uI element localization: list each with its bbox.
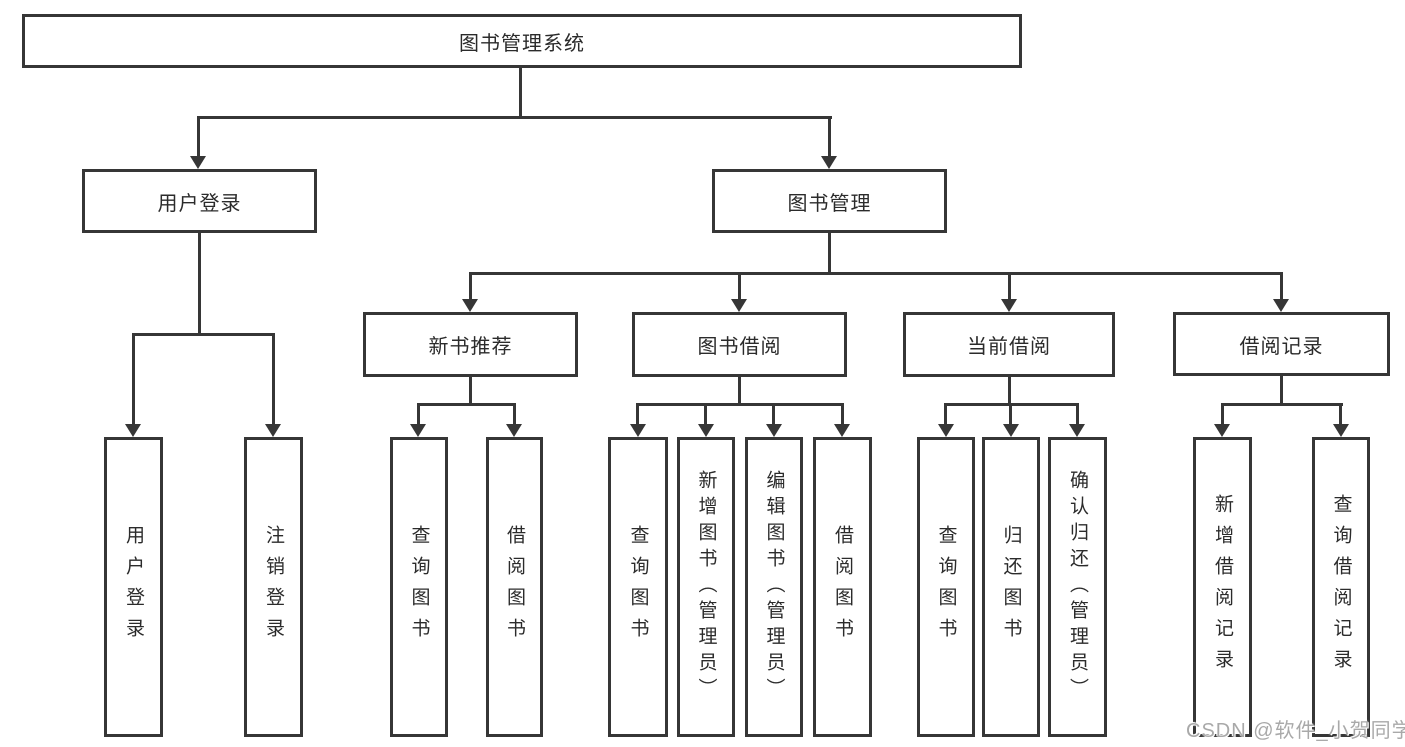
connector-arrow-icon	[834, 424, 850, 437]
connector-line	[704, 403, 707, 426]
connector-arrow-icon	[190, 156, 206, 169]
connector-line	[513, 403, 516, 426]
connector-line	[828, 116, 831, 158]
connector-line	[417, 403, 516, 406]
connector-line	[1280, 272, 1283, 301]
leaf-return-books: 归还图书	[982, 437, 1040, 737]
connector-arrow-icon	[1069, 424, 1085, 437]
node-book-borrowing: 图书借阅	[632, 312, 847, 377]
leaf-add-borrow-record: 新增借阅记录	[1193, 437, 1252, 737]
connector-line	[1280, 376, 1283, 406]
connector-arrow-icon	[506, 424, 522, 437]
leaf-add-books-admin: 新增图书（管理员）	[677, 437, 735, 737]
connector-line	[738, 272, 741, 301]
node-book-management: 图书管理	[712, 169, 947, 233]
connector-line	[772, 403, 775, 426]
connector-arrow-icon	[1333, 424, 1349, 437]
connector-arrow-icon	[630, 424, 646, 437]
connector-line	[198, 233, 201, 336]
leaf-query-borrow-record: 查询借阅记录	[1312, 437, 1370, 737]
node-new-book-recommend: 新书推荐	[363, 312, 578, 377]
leaf-logout-login: 注销登录	[244, 437, 303, 737]
connector-line	[132, 333, 275, 336]
connector-arrow-icon	[125, 424, 141, 437]
node-current-borrowing: 当前借阅	[903, 312, 1115, 377]
connector-line	[636, 403, 639, 426]
connector-line	[519, 68, 522, 118]
connector-line	[469, 272, 1283, 275]
node-borrowing-records: 借阅记录	[1173, 312, 1390, 376]
connector-line	[636, 403, 844, 406]
connector-line	[1009, 403, 1012, 426]
connector-line	[1221, 403, 1343, 406]
connector-line	[132, 333, 135, 426]
connector-arrow-icon	[1273, 299, 1289, 312]
node-user-login: 用户登录	[82, 169, 317, 233]
connector-line	[1008, 272, 1011, 301]
leaf-query-books-borrowing: 查询图书	[608, 437, 668, 737]
node-library-system: 图书管理系统	[22, 14, 1022, 68]
watermark-text: CSDN @软件_小贺同学	[1186, 720, 1405, 742]
connector-line	[272, 333, 275, 426]
connector-arrow-icon	[1003, 424, 1019, 437]
connector-line	[828, 233, 831, 275]
connector-arrow-icon	[462, 299, 478, 312]
connector-arrow-icon	[1214, 424, 1230, 437]
connector-arrow-icon	[938, 424, 954, 437]
connector-line	[197, 116, 832, 119]
leaf-borrow-books-recommend: 借阅图书	[486, 437, 543, 737]
connector-line	[1221, 403, 1224, 426]
connector-line	[1008, 377, 1011, 406]
connector-arrow-icon	[731, 299, 747, 312]
connector-arrow-icon	[265, 424, 281, 437]
connector-arrow-icon	[766, 424, 782, 437]
leaf-query-books-recommend: 查询图书	[390, 437, 448, 737]
connector-arrow-icon	[821, 156, 837, 169]
connector-line	[944, 403, 947, 426]
leaf-confirm-return-admin: 确认归还（管理员）	[1048, 437, 1107, 737]
leaf-user-login: 用户登录	[104, 437, 163, 737]
connector-line	[197, 116, 200, 158]
connector-line	[469, 377, 472, 406]
connector-arrow-icon	[1001, 299, 1017, 312]
connector-arrow-icon	[410, 424, 426, 437]
connector-line	[469, 272, 472, 301]
leaf-query-books-current: 查询图书	[917, 437, 975, 737]
connector-line	[417, 403, 420, 426]
connector-line	[841, 403, 844, 426]
connector-line	[1339, 403, 1342, 426]
connector-line	[738, 377, 741, 406]
leaf-edit-books-admin: 编辑图书（管理员）	[745, 437, 803, 737]
leaf-borrow-books-borrowing: 借阅图书	[813, 437, 872, 737]
connector-arrow-icon	[698, 424, 714, 437]
connector-line	[1076, 403, 1079, 426]
